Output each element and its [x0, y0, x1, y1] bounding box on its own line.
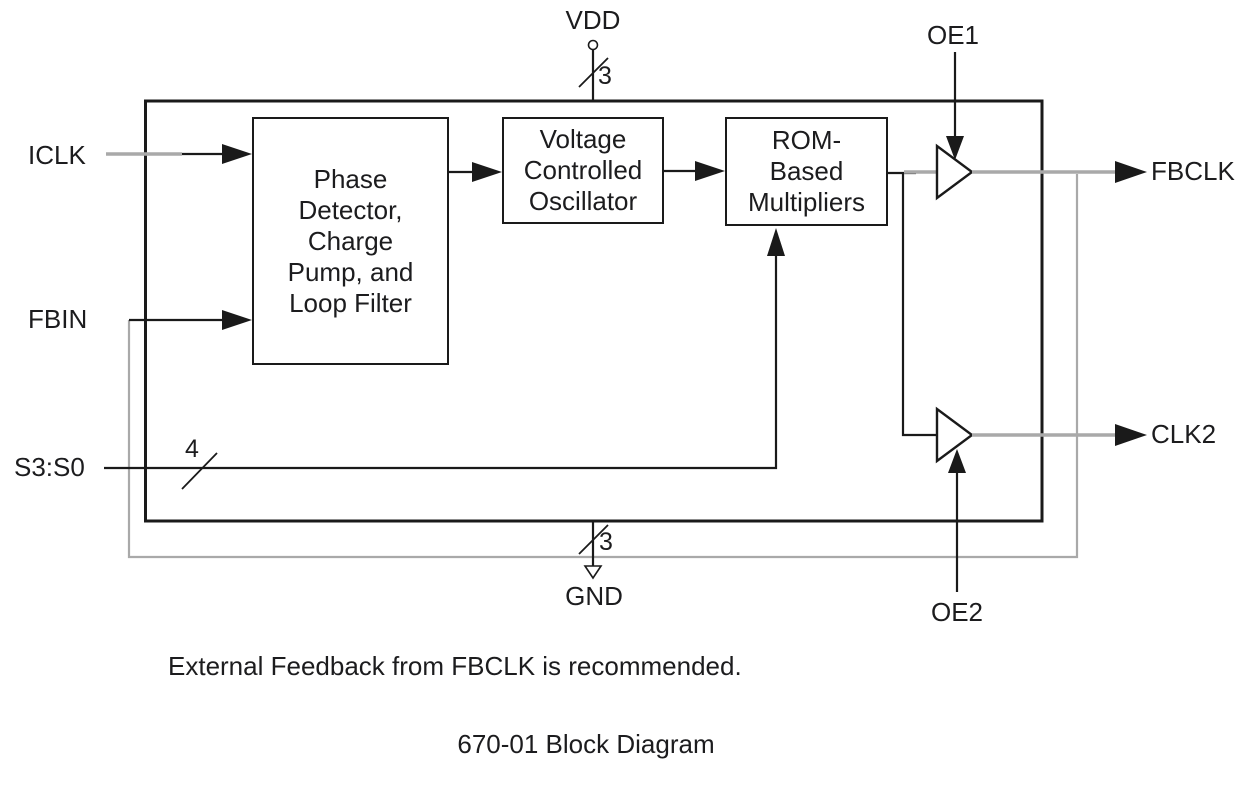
vco-to-rom-arrowhead	[695, 161, 725, 181]
rom-multipliers-block: ROM- Based Multipliers	[725, 117, 888, 226]
pll-block: Phase Detector, Charge Pump, and Loop Fi…	[252, 117, 449, 365]
feedback-note: External Feedback from FBCLK is recommen…	[168, 651, 742, 681]
buffer-triangle-icon	[935, 143, 975, 201]
select-bus-slash	[181, 452, 218, 490]
gnd-bus-slash	[578, 524, 609, 555]
pll-to-vco-arrowhead	[472, 162, 502, 182]
fbin-arrowhead	[222, 310, 252, 330]
buffer-triangle-icon	[935, 406, 975, 464]
gnd-bus-width-label: 3	[599, 528, 613, 556]
iclk-arrowhead	[222, 144, 252, 164]
vdd-port-label: VDD	[565, 5, 621, 35]
fbclk-arrowhead	[1115, 161, 1147, 183]
vco-block: Voltage Controlled Oscillator	[502, 117, 664, 224]
clk2-port-label: CLK2	[1151, 419, 1217, 449]
select-bus-arrowhead	[767, 228, 785, 256]
select-bus-wire	[104, 254, 778, 470]
oe2-arrowhead	[948, 449, 966, 473]
iclk-port-label: ICLK	[28, 140, 86, 170]
vdd-bus-slash	[578, 57, 609, 88]
open-arrow-terminal-icon	[583, 565, 603, 580]
open-circle-terminal-icon	[587, 39, 599, 51]
figure-caption: 670-01 Block Diagram	[457, 729, 715, 759]
select-bus-width-label: 4	[185, 435, 199, 463]
fbin-port-label: FBIN	[28, 304, 88, 334]
external-feedback-wire	[127, 174, 1079, 559]
oe2-port-label: OE2	[930, 597, 984, 627]
clk2-arrowhead	[1115, 424, 1147, 446]
s3s0-port-label: S3:S0	[14, 452, 85, 482]
fbclk-port-label: FBCLK	[1151, 156, 1235, 186]
rom-to-buffer2-branch-wire	[901, 173, 937, 437]
vdd-bus-width-label: 3	[598, 62, 612, 90]
oe1-port-label: OE1	[926, 20, 980, 50]
oe1-arrowhead	[946, 136, 964, 160]
gnd-port-label: GND	[565, 581, 623, 611]
